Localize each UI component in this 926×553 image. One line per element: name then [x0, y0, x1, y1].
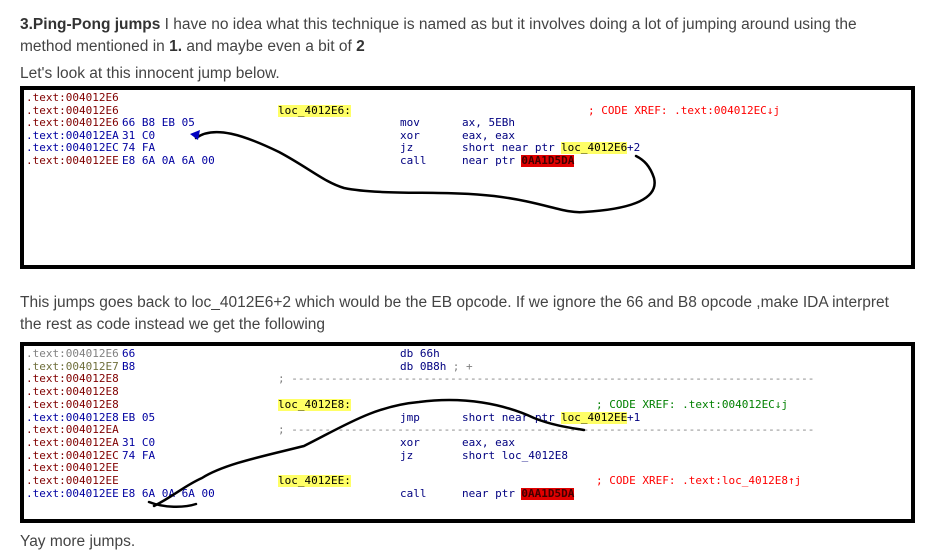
address: .text:004012EE: [26, 153, 119, 167]
mnemonic: mov: [400, 116, 420, 129]
mnemonic: jz: [400, 141, 414, 154]
address: .text:004012EA: [26, 423, 119, 437]
opcode-bytes: 31 C0: [122, 128, 156, 142]
xref-comment: ; CODE XREF: .text:004012EC↓j: [596, 397, 789, 411]
address: .text:004012E8: [26, 372, 119, 386]
address: .text:004012E7: [26, 359, 119, 373]
opcode-bytes: E8 6A 0A 6A 00: [122, 153, 215, 167]
separator: ; --------------------------------------…: [278, 372, 815, 386]
mnemonic: call: [400, 153, 427, 167]
xref-comment: ; CODE XREF: .text:loc_4012E8↑j: [596, 474, 802, 487]
opcode-bytes: B8: [122, 359, 136, 373]
opcode-bytes: 74 FA: [122, 448, 156, 462]
address: .text:004012EE: [26, 486, 119, 500]
operand-address: 0AA1D5DA: [521, 153, 575, 167]
code-label: loc_4012E6:: [278, 103, 351, 117]
operands: eax, eax: [462, 435, 515, 449]
address: .text:004012E8: [26, 385, 119, 399]
opcode-bytes: 66 B8 EB 05: [122, 116, 195, 129]
address: .text:004012E6: [26, 116, 119, 129]
operand-offset: +2: [627, 141, 641, 154]
code-label: loc_4012E8:: [278, 397, 351, 411]
mnemonic: xor: [400, 435, 420, 449]
address: .text:004012EE: [26, 461, 119, 475]
intro-line-2: Let's look at this innocent jump below.: [20, 65, 280, 82]
operands: ax, 5EBh: [462, 116, 515, 129]
operands: near ptr: [462, 486, 522, 500]
mnemonic: xor: [400, 128, 420, 142]
opcode-bytes: 74 FA: [122, 141, 156, 154]
operand-label: loc_4012E6: [561, 141, 628, 154]
intro-text-2: and maybe even a bit of: [182, 38, 357, 55]
mnemonic: db 0B8h: [400, 359, 447, 373]
operands: near ptr: [462, 153, 522, 167]
operand-label: loc_4012EE: [561, 410, 628, 424]
mnemonic: jmp: [400, 410, 420, 424]
address: .text:004012EC: [26, 448, 119, 462]
section-heading: 3.Ping-Pong jumps: [20, 16, 161, 33]
code-label: loc_4012EE:: [278, 474, 351, 487]
middle-paragraph: This jumps goes back to loc_4012E6+2 whi…: [20, 294, 889, 333]
address: .text:004012EC: [26, 141, 119, 154]
operand-offset: +1: [627, 410, 641, 424]
xref-comment: ; CODE XREF: .text:004012EC↓j: [588, 103, 781, 117]
operands: eax, eax: [462, 128, 515, 142]
address: .text:004012E8: [26, 410, 119, 424]
intro-text-1: I have no idea what this technique is na…: [20, 16, 857, 55]
outro-text: Yay more jumps.: [20, 533, 136, 550]
operands: ; +: [452, 359, 473, 373]
address: .text:004012EE: [26, 474, 119, 487]
address: .text:004012E6: [26, 91, 119, 104]
separator: ; --------------------------------------…: [278, 423, 815, 437]
opcode-bytes: 66: [122, 347, 136, 360]
operands: short near ptr: [462, 141, 562, 154]
intro-ref-2: 2: [356, 38, 365, 55]
opcode-bytes: 31 C0: [122, 435, 156, 449]
intro-ref-1: 1.: [169, 38, 183, 55]
address: .text:004012EA: [26, 435, 119, 449]
opcode-bytes: E8 6A 0A 6A 00: [122, 486, 215, 500]
mnemonic: db 66h: [400, 347, 440, 360]
operand-address: 0AA1D5DA: [521, 486, 575, 500]
opcode-bytes: EB 05: [122, 410, 156, 424]
address: .text:004012E6: [26, 103, 119, 117]
address: .text:004012E6: [26, 347, 119, 360]
operands: short near ptr: [462, 410, 562, 424]
mnemonic: jz: [400, 448, 414, 462]
address: .text:004012EA: [26, 128, 119, 142]
operands: short loc_4012E8: [462, 448, 568, 462]
mnemonic: call: [400, 486, 427, 500]
intro-paragraph: 3.Ping-Pong jumps I have no idea what th…: [20, 14, 910, 58]
address: .text:004012E8: [26, 397, 119, 411]
